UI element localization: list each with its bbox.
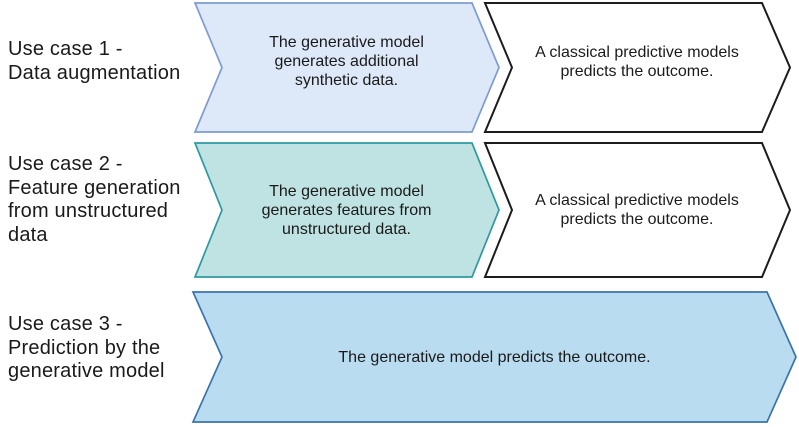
row2-label: Use case 2 - Feature generation from uns… (8, 153, 181, 246)
row1-predictive-chevron-shape (483, 2, 792, 133)
row2-predictive-step-text: A classical predictive models predicts t… (535, 192, 739, 228)
row1-predictive-step-text: A classical predictive models predicts t… (535, 43, 739, 80)
row3-label: Use case 3 - Prediction by the generativ… (8, 313, 165, 382)
row3-generative-chevron-shape (191, 291, 797, 423)
row2-predictive-chevron-shape (483, 142, 792, 278)
row1-label: Use case 1 - Data augmentation (8, 38, 181, 84)
row2-generative-step-text: The generative model generates features … (261, 182, 432, 238)
row3-generative-step-text: The generative model predicts the outcom… (338, 348, 651, 366)
row1-generative-step-text: The generative model generates additiona… (269, 34, 424, 89)
row2-generative-chevron-shape (193, 142, 500, 278)
row1-generative-chevron-shape (193, 2, 500, 133)
